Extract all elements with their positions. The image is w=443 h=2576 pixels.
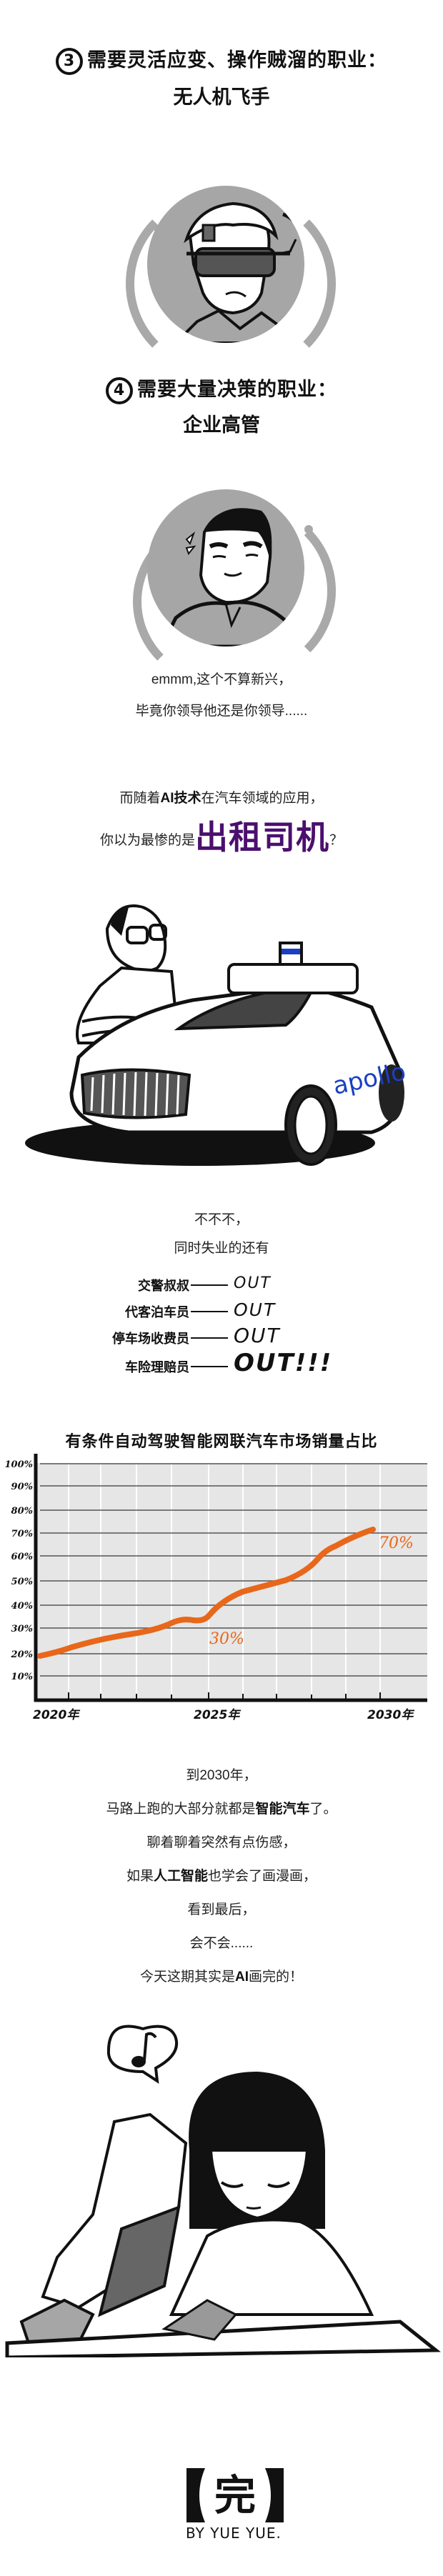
speech-bubble: [106, 2025, 179, 2084]
y-tick-label: 60%: [11, 1552, 33, 1562]
taxi-intro-line1: 而随着AI技术在汽车领域的应用，: [0, 783, 443, 814]
x-axis-ticks: [68, 1692, 381, 1700]
girl-drawing-robot-arm-icon: [5, 2025, 441, 2360]
section4-job: 企业高管: [183, 414, 260, 436]
dash-line: [191, 1311, 228, 1312]
outro-line5: 看到最后，: [187, 1902, 256, 1917]
section3-heading-text: 需要灵活应变、操作贼溜的职业：: [87, 49, 387, 71]
out-text-emphasis: OUT!!!: [234, 1349, 333, 1377]
text: 了。: [309, 1802, 337, 1817]
jobs-intro: 不不不， 同时失业的还有: [0, 1206, 443, 1263]
text: 马路上跑的大部分就都是: [106, 1802, 256, 1817]
job-label: 停车场收费员: [112, 1332, 189, 1347]
apollo-car-illustration: apollo: [0, 886, 443, 1172]
jobs-intro-line2: 同时失业的还有: [174, 1241, 269, 1256]
dash-line: [191, 1366, 228, 1367]
comment-line2: 毕竟你领导他还是你领导......: [135, 704, 308, 719]
byline: BY YUE YUE.: [186, 2525, 282, 2542]
text: 也学会了画漫画，: [208, 1869, 317, 1884]
text: 画完的！: [249, 1970, 304, 1985]
outro-line4: 如果人工智能也学会了画漫画，: [0, 1859, 443, 1893]
chart-title: 有条件自动驾驶智能网联汽车市场销量占比: [65, 1433, 378, 1451]
smart-car-bold: 智能汽车: [255, 1802, 310, 1817]
outro-line1: 到2030年，: [186, 1768, 257, 1783]
outro-line6: 会不会......: [189, 1936, 254, 1951]
drone-pilot-portrait: [147, 186, 304, 343]
circled-number-3: 3: [56, 47, 83, 75]
x-tick-label: 2020年: [33, 1708, 79, 1722]
y-tick-label: 50%: [11, 1577, 33, 1587]
girl-robot-arm-illustration: [0, 2000, 443, 2360]
job-out-row: 交警叔叔 OUT: [0, 1270, 443, 1299]
y-tick-label: 100%: [4, 1459, 34, 1470]
job-out-row: 代客泊车员 OUT: [0, 1297, 443, 1325]
x-tick-label: 2025年: [194, 1708, 240, 1722]
text: ？: [329, 833, 344, 848]
drone-pilot-goggles-icon: [174, 201, 304, 343]
y-tick-label: 20%: [11, 1649, 33, 1660]
outro-line7: 今天这期其实是AI画完的！: [0, 1960, 443, 1994]
text: 如果: [126, 1869, 154, 1884]
ai-bold: AI: [235, 1970, 249, 1985]
dash-line: [191, 1284, 228, 1286]
drone-pilot-portrait-group: [126, 179, 336, 374]
ending-logo: 完: [186, 2468, 284, 2522]
chart-horizontal-gridlines: [40, 1463, 427, 1677]
outro-line2: 马路上跑的大部分就都是智能汽车了。: [0, 1792, 443, 1826]
annotation-2030: 70%: [379, 1534, 414, 1552]
out-text: OUT: [234, 1274, 272, 1292]
text: 而随着: [119, 791, 161, 806]
job-label: 车险理赔员: [125, 1360, 189, 1375]
section4-heading-text: 需要大量决策的职业：: [137, 379, 337, 401]
x-tick-label: 2030年: [367, 1708, 414, 1722]
line-chart: 100% 90% 80% 70% 60% 50% 40% 30% 20% 10%…: [0, 1450, 443, 1736]
dash-line: [191, 1337, 228, 1339]
y-tick-label: 40%: [11, 1601, 33, 1612]
ai-tech-bold: AI技术: [160, 791, 201, 806]
circled-number-4: 4: [106, 376, 133, 404]
executive-portrait: [147, 489, 304, 647]
text: 在汽车领域的应用，: [201, 791, 324, 806]
section3-job: 无人机飞手: [173, 86, 270, 109]
out-text: OUT: [234, 1299, 277, 1320]
outro-text: 到2030年， 马路上跑的大部分就都是智能汽车了。 聊着聊着突然有点伤感， 如果…: [0, 1759, 443, 1994]
text: 你以为最惨的是: [99, 833, 195, 848]
annotation-2025: 30%: [209, 1630, 244, 1648]
y-tick-label: 30%: [11, 1624, 33, 1634]
ending-bracket-icon: [186, 2468, 284, 2522]
job-label: 交警叔叔: [138, 1279, 189, 1294]
taxi-intro-line2: 你以为最惨的是出租司机？: [0, 819, 443, 857]
executive-portrait-group: [126, 489, 336, 685]
jobs-intro-line1: 不不不，: [194, 1212, 249, 1227]
y-tick-label: 70%: [11, 1529, 33, 1539]
apollo-car-icon: apollo: [25, 904, 408, 1166]
comment-line1: emmm,这个不算新兴，: [151, 672, 292, 687]
y-tick-label: 10%: [11, 1672, 33, 1682]
music-note-icon: [131, 2032, 157, 2067]
y-tick-label: 90%: [11, 1482, 33, 1492]
series-line: [37, 1527, 376, 1659]
y-tick-label: 80%: [11, 1506, 33, 1517]
taxi-driver-highlight: 出租司机: [195, 819, 329, 856]
text: 今天这期其实是: [139, 1970, 235, 1985]
decor-dot: [304, 525, 313, 534]
job-out-row: 车险理赔员 OUT!!!: [0, 1349, 443, 1380]
out-text: OUT: [234, 1324, 281, 1347]
end-character: 完: [214, 2471, 256, 2520]
chart-svg: [34, 1454, 427, 1702]
ai-bold: 人工智能: [153, 1869, 208, 1884]
outro-line3: 聊着聊着突然有点伤感，: [146, 1835, 297, 1850]
job-out-row: 停车场收费员 OUT: [0, 1323, 443, 1352]
executive-face-icon: [159, 508, 299, 647]
job-label: 代客泊车员: [125, 1305, 189, 1320]
comment-block: emmm,这个不算新兴， 毕竟你领导他还是你领导......: [0, 664, 443, 727]
